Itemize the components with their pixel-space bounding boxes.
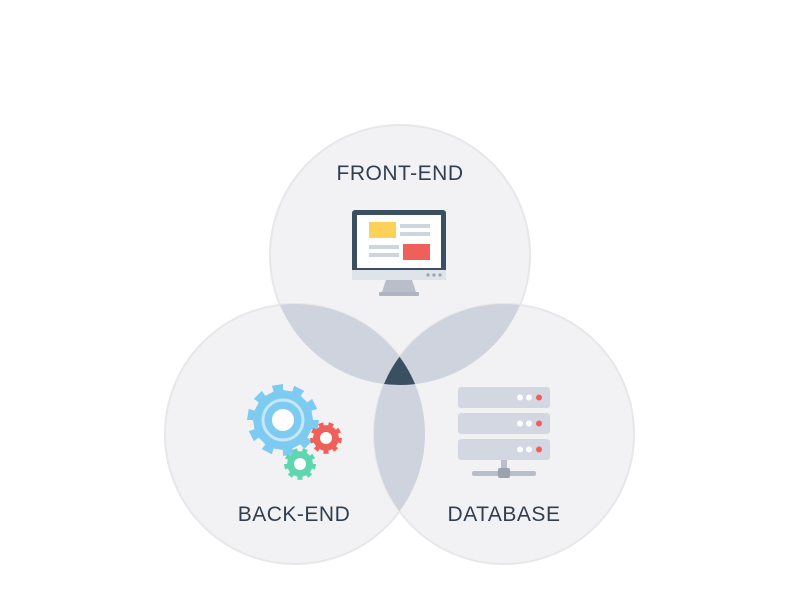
gear-red-icon (310, 422, 342, 454)
front-end-label: FRONT-END (336, 162, 464, 185)
back-end-label: BACK-END (237, 503, 351, 526)
gear-green-icon (284, 448, 316, 480)
database-label: DATABASE (447, 503, 561, 526)
overlap-front-back (270, 304, 425, 385)
server-stack-icon (458, 387, 550, 478)
gears-icon (247, 384, 342, 480)
overlap-front-database (374, 304, 530, 385)
gear-blue-icon (247, 384, 319, 456)
monitor-icon (352, 210, 446, 296)
